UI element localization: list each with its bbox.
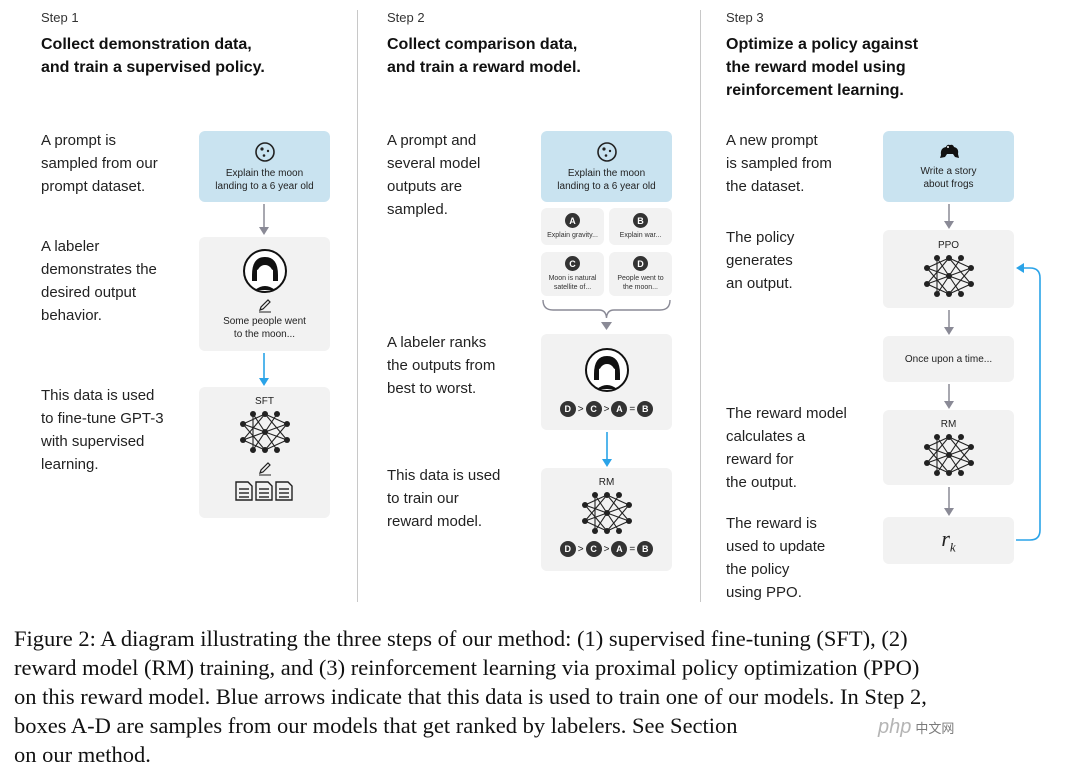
step2-label: Step 2 xyxy=(387,10,425,25)
step1-arrow-1 xyxy=(259,204,269,235)
frog-icon xyxy=(939,144,959,158)
step3-arrow-2 xyxy=(944,310,954,335)
output-letter-d: D xyxy=(633,256,648,271)
rank-item: B xyxy=(637,541,654,557)
column-divider-1 xyxy=(357,10,358,602)
output-letter-c: C xyxy=(565,256,580,271)
step3-feedback-arrow xyxy=(1016,263,1041,541)
rank-operator: > xyxy=(603,403,610,415)
rank-item: D xyxy=(559,541,576,557)
step1-blue-arrow xyxy=(259,353,269,386)
rank-item: B xyxy=(637,401,654,417)
labeler-avatar-icon xyxy=(584,348,629,392)
moon-icon xyxy=(596,141,617,162)
caption-line: boxes A-D are samples from our models th… xyxy=(14,713,738,738)
step3-arrow-1 xyxy=(944,204,954,229)
step3-arrow-3 xyxy=(944,384,954,409)
output-text-b: Explain war... xyxy=(619,232,662,239)
sft-label: SFT xyxy=(255,396,274,407)
output-letter-b: B xyxy=(633,213,648,228)
step2-blue-arrow xyxy=(602,432,612,467)
neural-network-icon xyxy=(923,255,974,297)
caption-line: on our method. xyxy=(14,742,151,767)
step2-brace-arrow xyxy=(542,299,671,330)
step2-title: Collect comparison data, and train a rew… xyxy=(387,36,581,76)
pencil-icon xyxy=(258,462,271,476)
output-text-a: Explain gravity... xyxy=(547,232,598,239)
rank-item: A xyxy=(611,401,628,417)
neural-network-icon xyxy=(923,433,974,476)
ranking-row: D > C > A = B xyxy=(559,401,654,417)
moon-icon xyxy=(254,141,275,162)
ranking-row: D > C > A = B xyxy=(559,541,654,557)
step1-sft-box: SFT xyxy=(199,387,330,518)
rank-item: C xyxy=(585,401,602,417)
neural-network-icon xyxy=(239,411,290,453)
documents-icon xyxy=(234,481,293,501)
rank-item: C xyxy=(585,541,602,557)
reward-symbol: rk xyxy=(941,525,956,555)
neural-network-icon xyxy=(581,492,632,534)
output-box-b: B Explain war... xyxy=(609,208,672,245)
rank-operator: > xyxy=(577,543,584,555)
rank-item: A xyxy=(611,541,628,557)
caption-line: reward model (RM) training, and (3) rein… xyxy=(14,655,920,680)
column-divider-2 xyxy=(700,10,701,602)
output-box-a: A Explain gravity... xyxy=(541,208,604,245)
rank-operator: > xyxy=(603,543,610,555)
step1-title: Collect demonstration data, and train a … xyxy=(41,36,265,76)
rm-label: RM xyxy=(940,418,957,430)
caption-line: on this reward model. Blue arrows indica… xyxy=(14,684,927,709)
step3-ppo-box: PPO xyxy=(883,230,1014,308)
step2-rank-box: D > C > A = B xyxy=(541,334,672,430)
rank-operator: > xyxy=(577,403,584,415)
figure-caption: Figure 2: A diagram illustrating the thr… xyxy=(14,624,1074,769)
labeler-avatar-icon xyxy=(242,248,287,293)
output-letter-a: A xyxy=(565,213,580,228)
rank-item: D xyxy=(559,401,576,417)
step2-rm-box: RM D > C > A = B xyxy=(541,468,672,571)
step3-reward-box: rk xyxy=(883,517,1014,564)
step3-rm-box: RM xyxy=(883,410,1014,485)
step3-label: Step 3 xyxy=(726,10,764,25)
step1-label: Step 1 xyxy=(41,10,79,25)
pencil-icon xyxy=(258,298,271,312)
step3-output-box: Once upon a time... xyxy=(883,336,1014,382)
ppo-label: PPO xyxy=(937,240,960,251)
step3-title: Optimize a policy against the reward mod… xyxy=(726,36,919,99)
rank-operator: = xyxy=(629,543,636,555)
caption-line: Figure 2: A diagram illustrating the thr… xyxy=(14,626,908,651)
step3-arrow-4 xyxy=(944,487,954,516)
step3-output-text: Once upon a time... xyxy=(904,353,993,365)
rank-operator: = xyxy=(629,403,636,415)
rm-label: RM xyxy=(598,477,615,488)
